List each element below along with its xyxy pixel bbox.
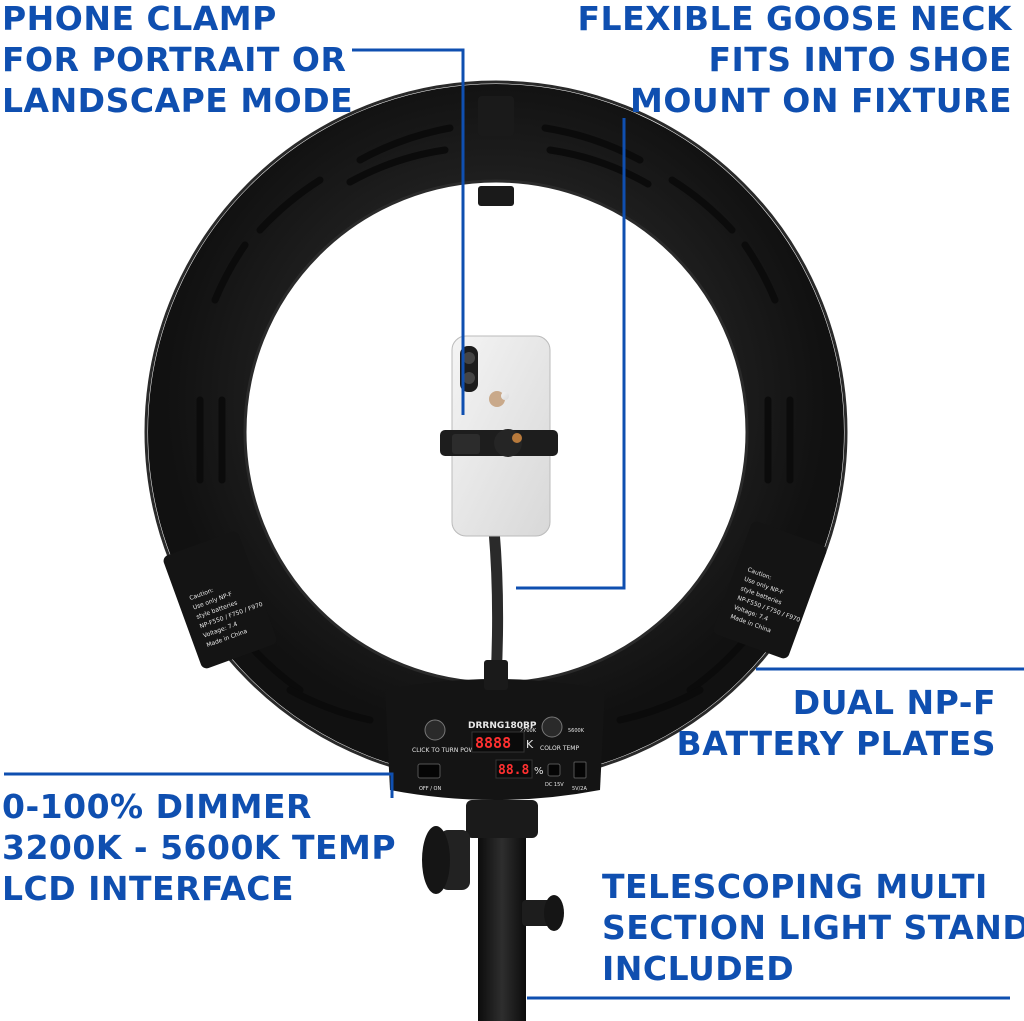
callout-phone-clamp: PHONE CLAMP FOR PORTRAIT OR LANDSCAPE MO… bbox=[2, 0, 353, 121]
switch-label: OFF / ON bbox=[419, 786, 441, 792]
power-knob[interactable] bbox=[424, 719, 446, 741]
light-stand bbox=[422, 800, 564, 1021]
callout-goose-neck-line1: FLEXIBLE GOOSE NECK bbox=[577, 0, 1012, 38]
phone-clamp[interactable] bbox=[440, 429, 558, 457]
callout-phone-clamp-line1: PHONE CLAMP bbox=[2, 0, 277, 38]
callout-phone-clamp-line2: FOR PORTRAIT OR bbox=[2, 40, 347, 79]
temp-unit: K bbox=[526, 738, 534, 751]
callout-goose-neck: FLEXIBLE GOOSE NECK FITS INTO SHOE MOUNT… bbox=[578, 0, 1013, 121]
callout-dimmer-line2: 3200K - 5600K TEMP bbox=[2, 828, 397, 867]
callout-goose-neck-line2: FITS INTO SHOE bbox=[708, 40, 1012, 79]
temp-display: 8888 bbox=[475, 734, 511, 752]
usb-label: 5V/2A bbox=[572, 786, 587, 792]
power-knob-label: CLICK TO TURN POWER bbox=[412, 747, 482, 754]
power-switch[interactable] bbox=[417, 763, 441, 779]
vent-slots bbox=[196, 124, 794, 724]
temp-max-label: 5600K bbox=[568, 728, 585, 734]
dc-label: DC 15V bbox=[545, 782, 564, 788]
callout-battery-line1: DUAL NP-F bbox=[792, 683, 996, 722]
color-temp-label: COLOR TEMP bbox=[540, 745, 579, 752]
callout-dimmer: 0-100% DIMMER 3200K - 5600K TEMP LCD INT… bbox=[2, 786, 396, 909]
color-temp-knob[interactable] bbox=[541, 716, 563, 738]
battery-plate-right: Caution: Use only NP-F style batteries N… bbox=[713, 521, 827, 659]
callout-goose-neck-line3: MOUNT ON FIXTURE bbox=[630, 81, 1012, 120]
temp-min-label: 2700K bbox=[520, 728, 537, 734]
callout-stand-line1: TELESCOPING MULTI bbox=[602, 867, 988, 906]
callout-stand-line3: INCLUDED bbox=[602, 949, 795, 988]
apple-logo-icon bbox=[489, 391, 509, 407]
model-number: DRRNG180BP bbox=[468, 721, 537, 731]
callout-dimmer-line3: LCD INTERFACE bbox=[2, 869, 295, 908]
control-panel: DRRNG180BP CLICK TO TURN POWER 2700K 560… bbox=[385, 679, 605, 800]
battery-plate-left: Caution: Use only NP-F style batteries N… bbox=[163, 531, 277, 669]
callout-battery: DUAL NP-F BATTERY PLATES bbox=[677, 682, 996, 764]
callout-stand-line2: SECTION LIGHT STAND bbox=[602, 908, 1024, 947]
dim-unit: % bbox=[534, 766, 544, 777]
callout-dimmer-line1: 0-100% DIMMER bbox=[2, 787, 312, 826]
dc-port[interactable] bbox=[547, 763, 561, 777]
callout-phone-clamp-line3: LANDSCAPE MODE bbox=[2, 81, 354, 120]
usb-port[interactable] bbox=[573, 761, 587, 779]
callout-stand: TELESCOPING MULTI SECTION LIGHT STAND IN… bbox=[602, 866, 1024, 989]
callout-battery-line2: BATTERY PLATES bbox=[676, 724, 996, 763]
dim-display: 88.8 bbox=[498, 763, 529, 778]
callout-lines bbox=[4, 48, 1024, 1000]
